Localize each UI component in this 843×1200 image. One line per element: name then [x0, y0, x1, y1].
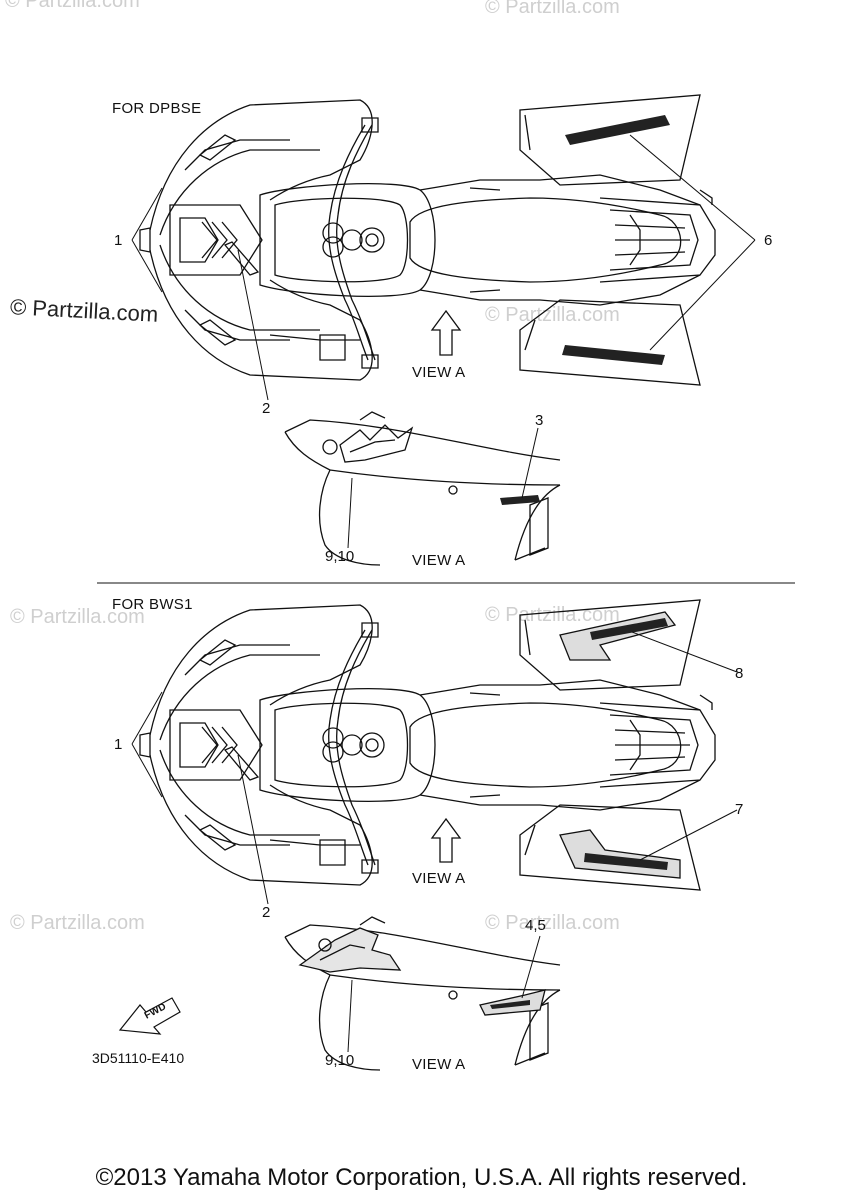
variant-label-top: FOR DPBSE [112, 100, 202, 117]
view-arrow-top [430, 309, 462, 356]
atv-top-view-bws1 [139, 599, 716, 891]
watermark: © Partzilla.com [485, 912, 620, 934]
detail-view-a-bottom [284, 916, 561, 1071]
decal-8 [559, 611, 677, 661]
decal-4-5 [479, 989, 546, 1016]
callout-2-bottom: 2 [262, 904, 271, 921]
detail-view-a-top [284, 411, 561, 566]
decal-3 [500, 495, 540, 505]
decal-9-10-top [339, 424, 414, 463]
watermark: © Partzilla.com [10, 606, 145, 628]
decal-7 [559, 829, 681, 879]
fwd-arrow-icon [118, 997, 181, 1035]
atv-top-view-dpbse [139, 94, 716, 386]
part-code: 3D51110-E410 [92, 1050, 185, 1066]
view-a-main-bottom: VIEW A [412, 870, 466, 887]
callout-2-top: 2 [262, 400, 271, 417]
decal-9-10-bottom [298, 927, 402, 973]
watermark: © Partzilla.com [485, 0, 620, 18]
watermark: © Partzilla.com [10, 912, 145, 934]
callout-9-10-top: 9,10 [325, 548, 355, 565]
view-a-detail-top: VIEW A [412, 552, 466, 569]
variant-label-bottom: FOR BWS1 [112, 596, 193, 613]
copyright-footer: ©2013 Yamaha Motor Corporation, U.S.A. A… [95, 1164, 748, 1191]
watermark: © Partzilla.com [5, 0, 140, 12]
callout-3: 3 [535, 412, 544, 429]
decal-6-lower [562, 345, 665, 365]
callout-7: 7 [735, 801, 744, 818]
view-arrow-bottom [430, 817, 462, 863]
decal-6-upper [565, 115, 670, 145]
view-a-main-top: VIEW A [412, 364, 466, 381]
watermark: © Partzilla.com [485, 304, 620, 326]
leader-lines [131, 134, 756, 1053]
view-a-detail-bottom: VIEW A [412, 1056, 466, 1073]
callout-1-top: 1 [114, 232, 123, 249]
callout-4-5: 4,5 [525, 917, 546, 934]
callout-8: 8 [735, 665, 744, 682]
callout-9-10-bottom: 9,10 [325, 1052, 355, 1069]
callout-1-bottom: 1 [114, 736, 123, 753]
callout-6: 6 [764, 232, 773, 249]
